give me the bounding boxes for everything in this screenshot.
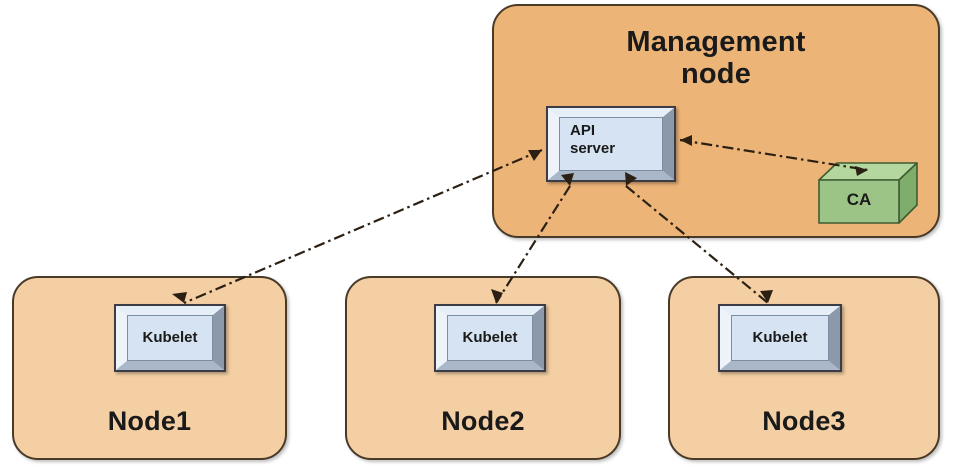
connector-api-node1 (172, 148, 543, 305)
bevel-inner-panel (447, 315, 533, 361)
bevel-inner-panel (731, 315, 829, 361)
node2-kubelet-box[interactable]: Kubelet (434, 304, 546, 372)
arrowhead-to-node1-kubelet (172, 292, 187, 303)
ca-cuboid-shape (818, 162, 918, 224)
arrowhead-to-api-server (680, 135, 692, 146)
connector-api-node3 (625, 172, 773, 304)
arrowhead-to-api-server (625, 172, 637, 186)
node1-kubelet-box[interactable]: Kubelet (114, 304, 226, 372)
node1-label: Node1 (107, 405, 192, 436)
bevel-inner-panel (559, 117, 663, 171)
node3-kubelet-box[interactable]: Kubelet (718, 304, 842, 372)
arrowhead-to-api-server (561, 173, 574, 186)
node3-kubelet-label: Kubelet (752, 329, 808, 346)
api-server-box[interactable]: API server (546, 106, 676, 182)
node2-kubelet-label: Kubelet (462, 329, 518, 346)
node2-label: Node2 (441, 405, 525, 436)
arrowhead-to-api-server (528, 150, 542, 161)
arrowhead-to-node2-kubelet (491, 289, 503, 303)
management-node-label: Management node (626, 26, 806, 91)
api-server-label: API server (570, 122, 616, 157)
node1-kubelet-label: Kubelet (142, 329, 198, 346)
bevel-inner-panel (127, 315, 213, 361)
connector-api-node2 (491, 173, 574, 304)
connector-api-ca (679, 135, 869, 176)
arrowhead-to-ca (855, 166, 868, 176)
node3-label: Node3 (762, 405, 846, 436)
arrowhead-to-node3-kubelet (760, 290, 773, 303)
